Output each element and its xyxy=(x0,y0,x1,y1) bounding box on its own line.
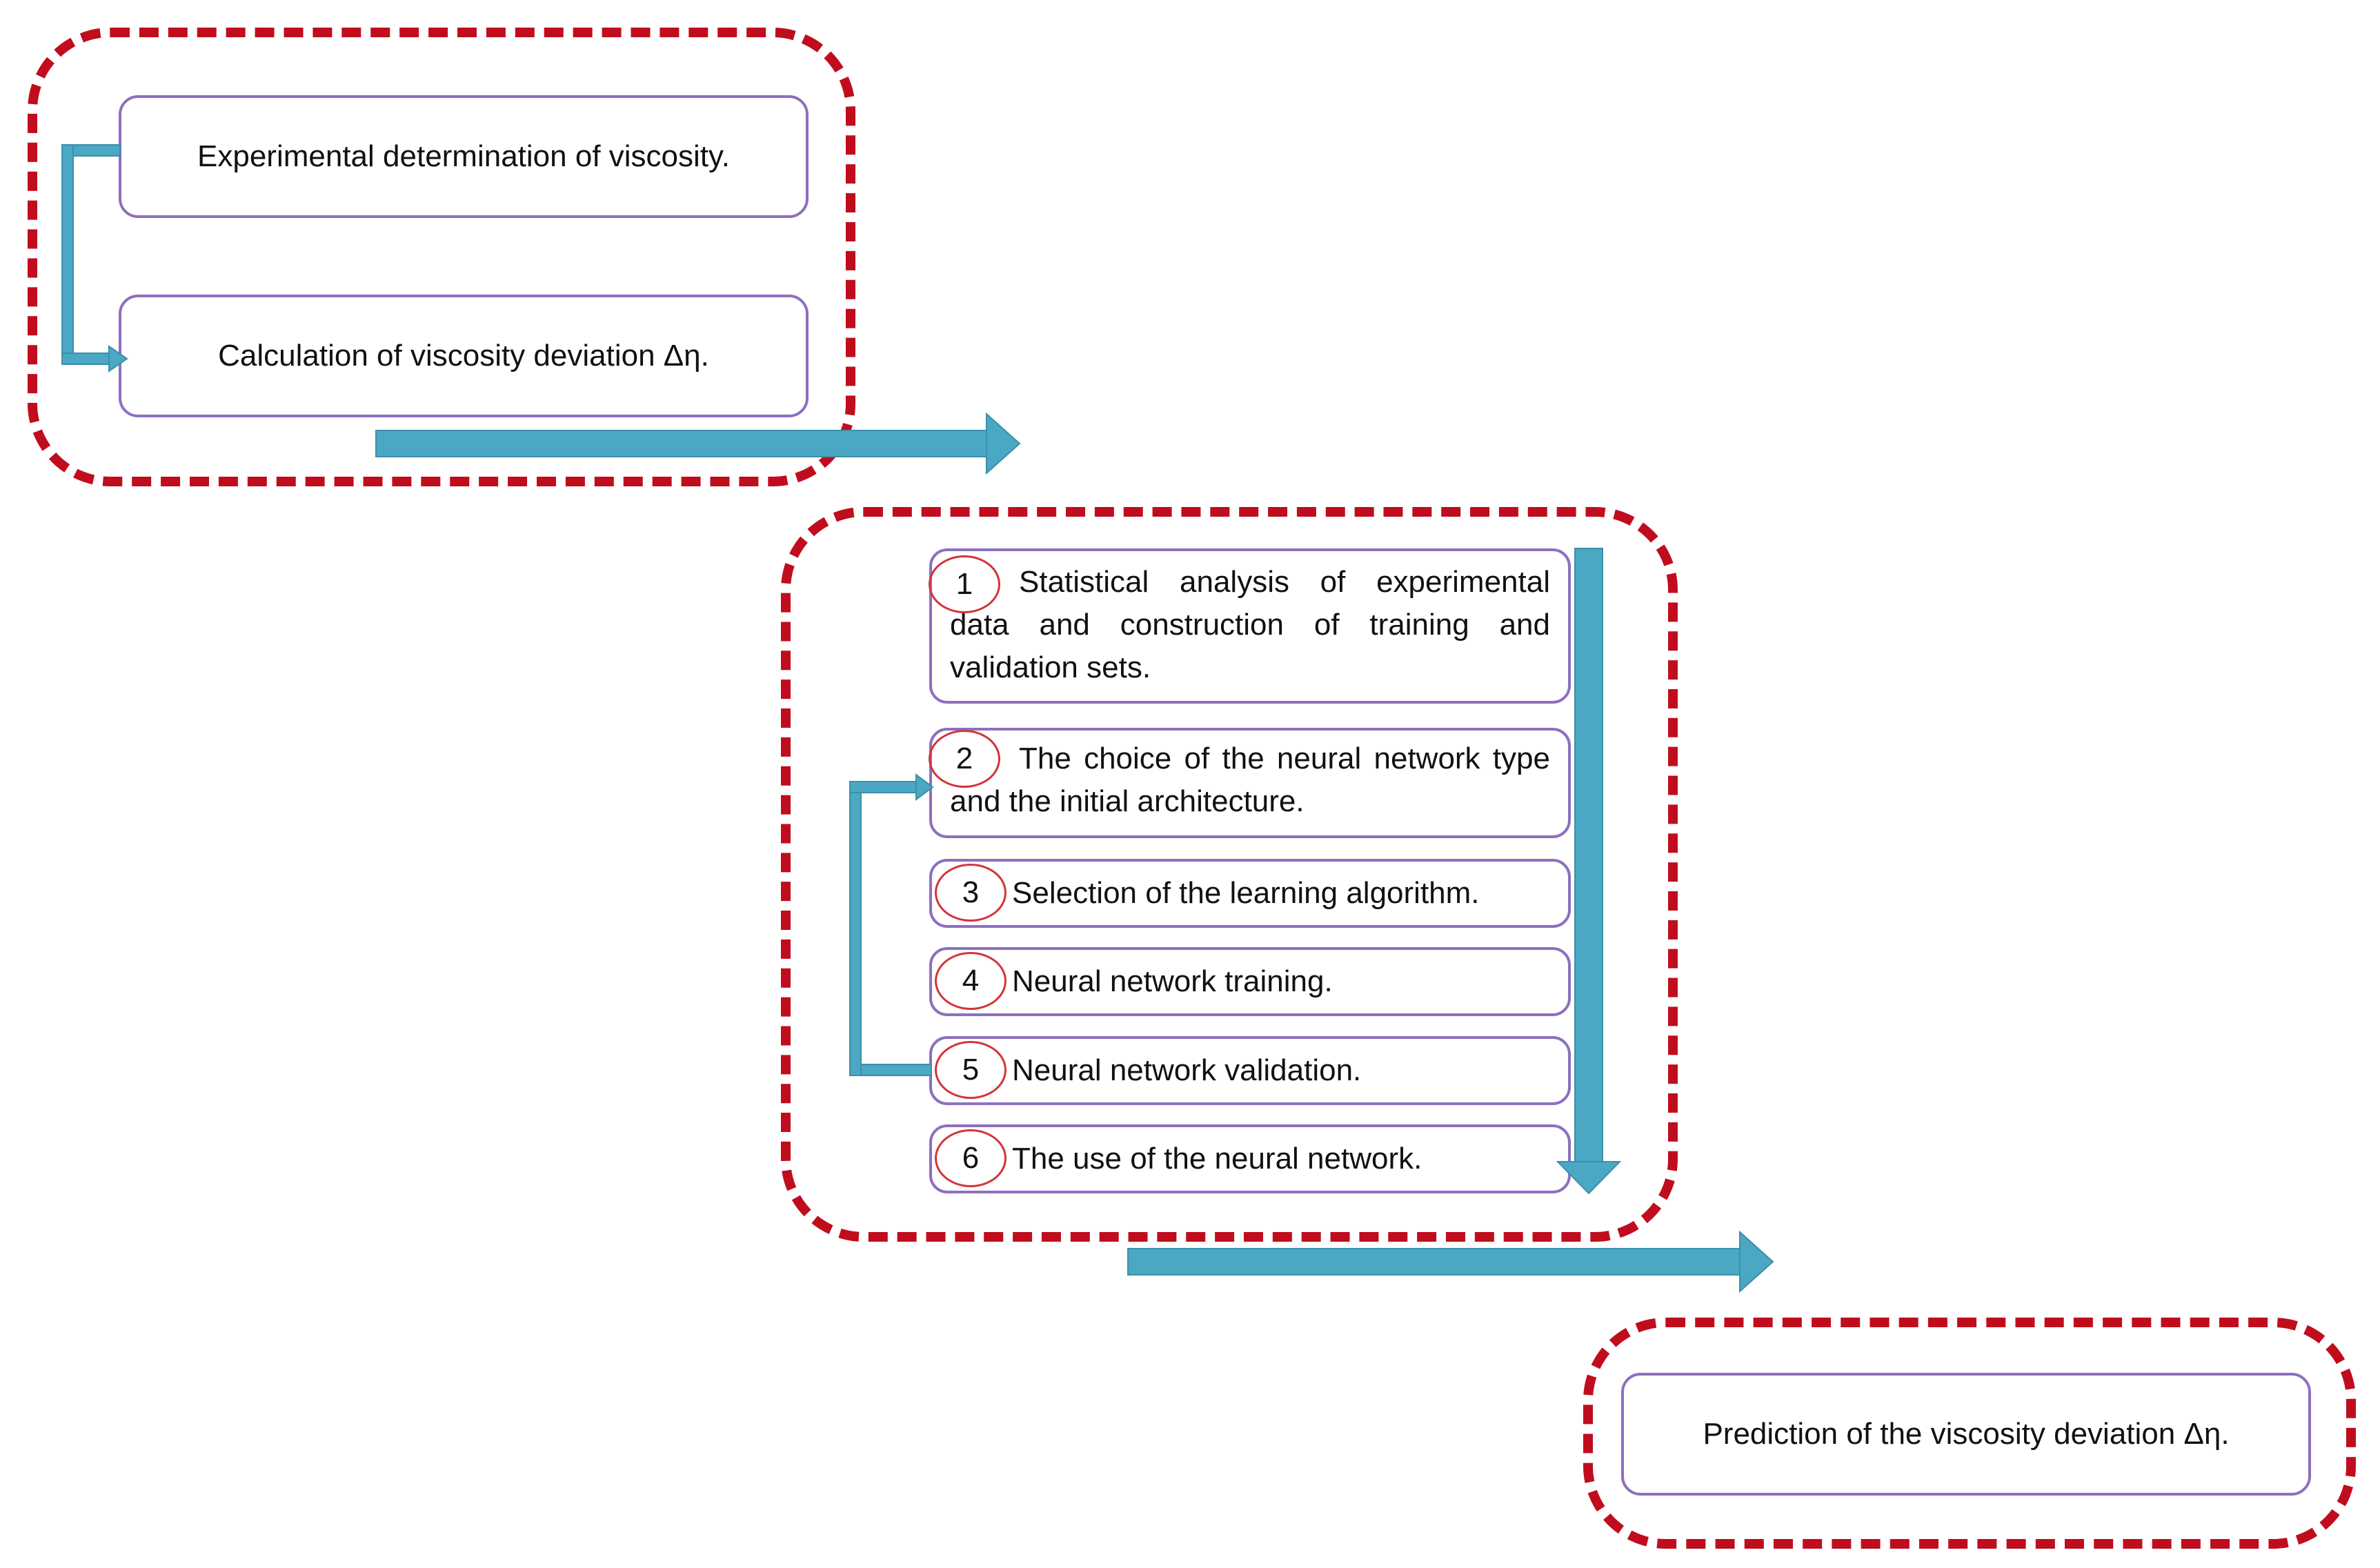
experimental-determination-label: Experimental determination of viscosity. xyxy=(197,139,730,173)
step-3-box: Selection of the learning algorithm. xyxy=(929,859,1571,928)
step-1-box: Statistical analysis of experimental dat… xyxy=(929,548,1571,704)
prediction-box: Prediction of the viscosity deviation Δη… xyxy=(1621,1373,2311,1496)
viscosity-deviation-calculation-box: Calculation of viscosity deviation Δη. xyxy=(119,295,809,417)
step-3-number-badge: 3 xyxy=(935,864,1006,922)
step-2-text: The choice of the neural network type an… xyxy=(950,742,1550,818)
step-5-text: Neural network validation. xyxy=(1012,1053,1362,1087)
step-1-number-badge: 1 xyxy=(929,555,1000,613)
step-3-text: Selection of the learning algorithm. xyxy=(1012,876,1480,910)
prediction-label: Prediction of the viscosity deviation Δη… xyxy=(1703,1417,2230,1451)
step-4-text: Neural network training. xyxy=(1012,964,1333,998)
step-4-box: Neural network training. xyxy=(929,947,1571,1016)
viscosity-deviation-calculation-label: Calculation of viscosity deviation Δη. xyxy=(218,339,709,373)
step-6-box: The use of the neural network. xyxy=(929,1124,1571,1193)
experimental-determination-box: Experimental determination of viscosity. xyxy=(119,95,809,218)
step-6-number-badge: 6 xyxy=(935,1129,1006,1187)
data-acquisition-group xyxy=(28,28,855,486)
step-2-box: The choice of the neural network type an… xyxy=(929,728,1571,838)
step-6-text: The use of the neural network. xyxy=(1012,1142,1422,1175)
step-1-text: Statistical analysis of experimental dat… xyxy=(950,565,1550,684)
step-4-number-badge: 4 xyxy=(935,952,1006,1010)
step-5-number-badge: 5 xyxy=(935,1041,1006,1099)
neural-network-group xyxy=(781,507,1678,1242)
step-2-number-badge: 2 xyxy=(929,730,1000,788)
step-5-box: Neural network validation. xyxy=(929,1036,1571,1105)
